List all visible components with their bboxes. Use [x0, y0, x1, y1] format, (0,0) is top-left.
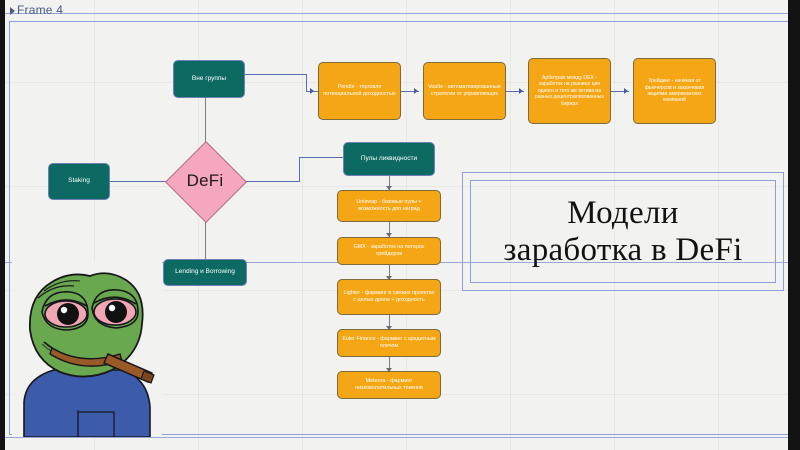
arrow-to-pendle [310, 88, 314, 94]
node-vne-gruppy-label: Вне группы [191, 74, 227, 82]
node-pendle-label: Pendle - торговля потенциальной доходнос… [323, 84, 396, 97]
node-lighter-label: Lighter - фарминг в свежих проектах с це… [343, 290, 435, 303]
node-voults[interactable]: Voults - автоматизированные стратегии от… [423, 62, 506, 120]
right-gutter [788, 0, 800, 450]
connector-defi-right-b [299, 157, 300, 182]
node-gmx-label: GMX - заработок на потерях трейдеров [353, 244, 425, 257]
connector-gmx-to-lighter [389, 265, 390, 279]
guide-line-top [0, 13, 800, 14]
connector-uniswap-to-gmx [389, 222, 390, 237]
connector-defi-to-lending [205, 219, 206, 260]
node-defi-label: DeFi [186, 171, 224, 190]
connector-arbitrage-to-trading [611, 91, 629, 92]
title-card-outer-border [462, 172, 784, 291]
frame-label[interactable]: Frame 4 [10, 3, 63, 17]
node-euler-finance-label: Euler Finance - фарминг с кредитным плеч… [342, 336, 436, 349]
node-meteora[interactable]: Meteora - фарминг низковолатильных токен… [337, 371, 441, 399]
arrow-to-voults [414, 88, 418, 94]
node-staking-label: Staking [68, 177, 90, 185]
node-gmx[interactable]: GMX - заработок на потерях трейдеров [337, 237, 441, 265]
connector-euler-to-meteora [389, 357, 390, 371]
connector-defi-right-a [243, 181, 300, 182]
node-vne-gruppy[interactable]: Вне группы [173, 60, 245, 98]
frame-label-text: Frame 4 [17, 3, 64, 17]
connector-pools-to-uniswap [389, 175, 390, 190]
node-staking[interactable]: Staking [48, 163, 110, 200]
title-card-text: Модели заработка в DeFi [503, 195, 742, 269]
connector-vnegruppy-to-defi [205, 97, 206, 143]
connector-defi-right-c [299, 157, 343, 158]
connector-lighter-to-euler [389, 315, 390, 329]
node-pools-label: Пулы ликвидности [360, 154, 418, 162]
title-line-1: Модели [567, 194, 679, 231]
arrow-to-gmx [386, 233, 392, 237]
node-trading-label: Трейдинг - начиная от фьючерсов и заканч… [644, 78, 705, 104]
node-arbitrage[interactable]: Арбитраж между DEX - заработок на разниц… [528, 58, 611, 124]
node-trading[interactable]: Трейдинг - начиная от фьючерсов и заканч… [633, 58, 716, 124]
title-card[interactable]: Модели заработка в DeFi [470, 180, 776, 283]
node-lighter[interactable]: Lighter - фарминг в свежих проектах с це… [337, 279, 441, 315]
node-uniswap-label: Uniswap - базовые пулы + возможность доп… [356, 199, 422, 212]
node-lending-borrowing[interactable]: Lending и Borrowing [163, 259, 247, 286]
arrow-to-lighter [386, 276, 392, 280]
node-defi-diamond[interactable]: DeFi [164, 140, 248, 224]
arrow-to-trading [624, 88, 628, 94]
connector-staking-to-defi [110, 181, 170, 182]
node-pools[interactable]: Пулы ликвидности [343, 142, 435, 176]
connector-voults-to-arbitrage [506, 91, 524, 92]
chevron-right-icon[interactable] [10, 6, 15, 15]
connector-vnegruppy-right-b [306, 74, 307, 92]
connector-pendle-to-voults [401, 91, 419, 92]
node-euler-finance[interactable]: Euler Finance - фарминг с кредитным плеч… [337, 329, 441, 357]
node-arbitrage-label: Арбитраж между DEX - заработок на разниц… [535, 75, 604, 107]
arrow-to-euler [386, 326, 392, 330]
node-pendle[interactable]: Pendle - торговля потенциальной доходнос… [318, 62, 401, 120]
arrow-to-meteora [386, 368, 392, 372]
pepe-frog-illustration [12, 262, 162, 437]
node-lending-borrowing-label: Lending и Borrowing [175, 268, 235, 276]
title-line-2: заработка в DeFi [503, 231, 743, 268]
guide-line-bottom [0, 437, 800, 438]
connector-vnegruppy-right-c [306, 91, 322, 92]
arrow-to-arbitrage [519, 88, 523, 94]
node-uniswap[interactable]: Uniswap - базовые пулы + возможность доп… [337, 190, 441, 222]
left-gutter [0, 0, 5, 450]
connector-vnegruppy-right-a [245, 74, 307, 75]
arrow-to-uniswap [386, 186, 392, 190]
node-meteora-label: Meteora - фарминг низковолатильных токен… [355, 378, 423, 391]
node-voults-label: Voults - автоматизированные стратегии от… [428, 84, 501, 97]
